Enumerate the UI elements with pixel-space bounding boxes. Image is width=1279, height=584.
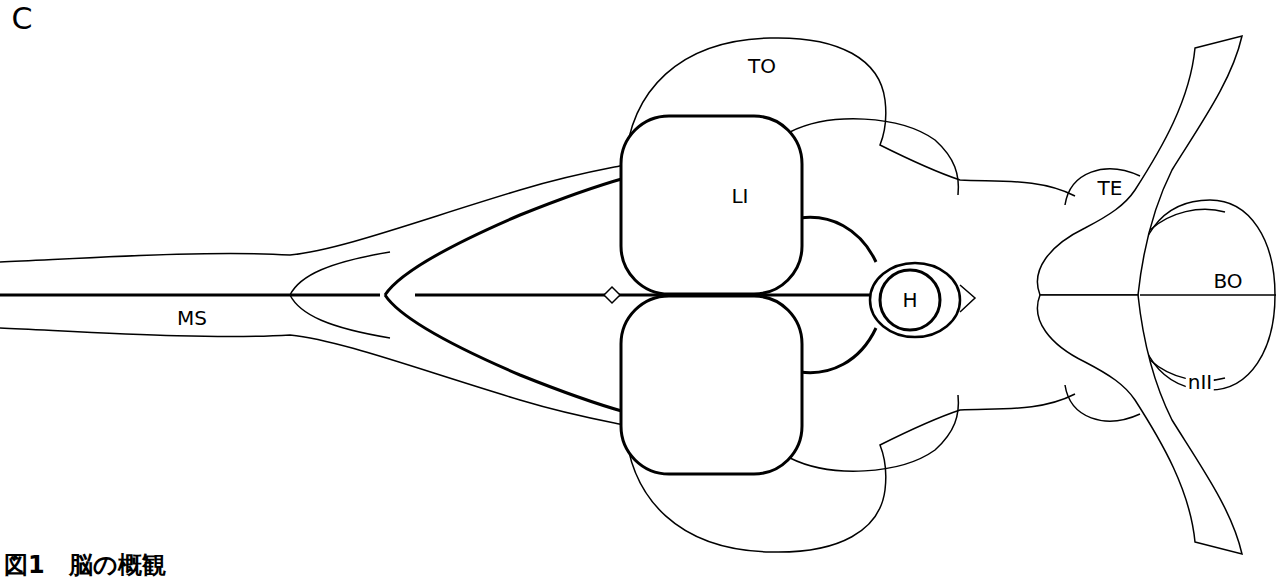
part-label: TO <box>746 55 778 77</box>
panel-letter: C <box>10 2 35 35</box>
part-label: LI <box>729 185 750 207</box>
stalk-outline <box>960 285 975 312</box>
hypophysis-outline <box>880 270 940 330</box>
part-label: nII <box>1186 371 1214 393</box>
midline <box>415 294 870 297</box>
part-label: TE <box>1096 177 1125 199</box>
part-label: H <box>900 289 919 311</box>
brain-upper-half <box>0 36 1275 295</box>
hypothalamus-outline <box>870 263 960 337</box>
midline-junction <box>604 287 620 303</box>
part-label: BO <box>1211 270 1244 292</box>
midline <box>0 294 380 297</box>
brain-lower-half <box>0 295 1275 554</box>
figure-caption: 図1 脳の概観 <box>4 552 166 578</box>
part-label: MS <box>175 307 209 329</box>
midline <box>1140 294 1276 296</box>
